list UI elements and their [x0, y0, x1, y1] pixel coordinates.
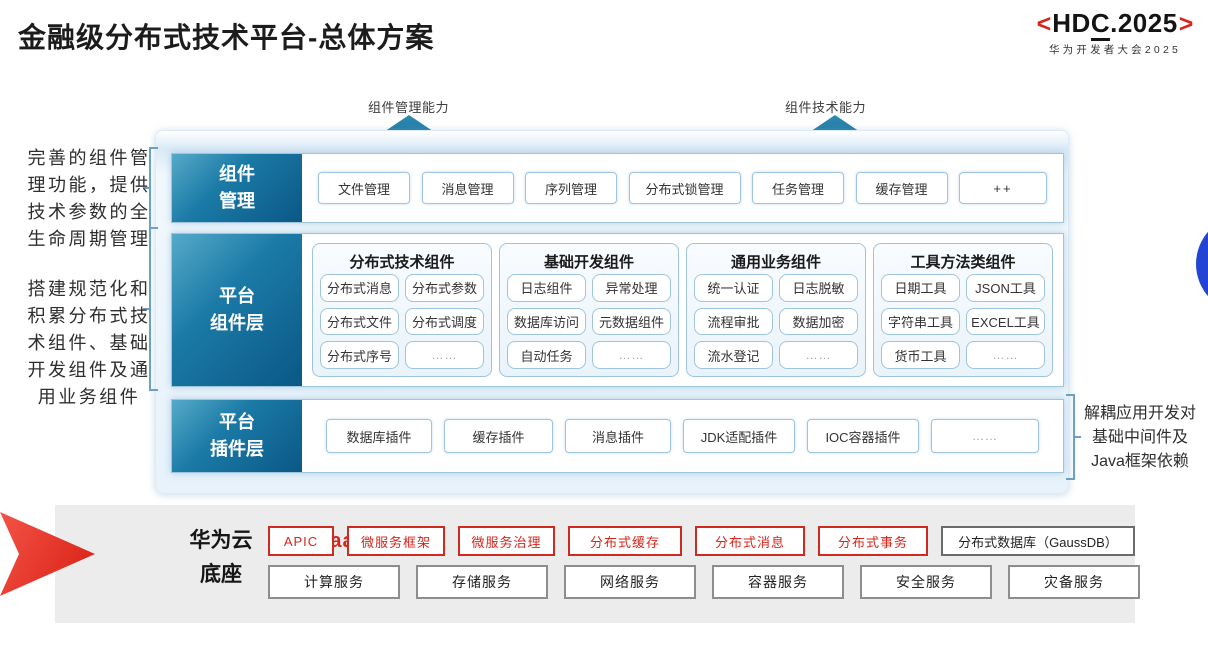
- group-item: 异常处理: [592, 274, 671, 302]
- annotation-component-management: 完善的组件管 理功能，提供 技术参数的全 生命周期管理: [27, 148, 151, 249]
- huawei-cloud-foundation-panel: [55, 505, 1135, 623]
- group-item: 货币工具: [881, 341, 960, 369]
- group-item: 数据库访问: [507, 307, 586, 336]
- group-item: 自动任务: [507, 341, 586, 369]
- hdc-logo: < HDC.2025 > 华为开发者大会2025: [1026, 8, 1204, 57]
- left-bracket: [143, 227, 158, 391]
- paas-service-box: APIC: [268, 526, 334, 556]
- group-item: 分布式序号: [320, 341, 399, 369]
- right-bracket: [1066, 394, 1081, 480]
- group-item: 数据加密: [779, 307, 858, 336]
- plugin-box: 消息插件: [565, 419, 671, 453]
- logo-name: HDC.2025: [1052, 8, 1177, 41]
- capability-label-technical: 组件技术能力: [785, 100, 867, 115]
- iaas-service-box: 灾备服务: [1008, 565, 1140, 599]
- component-box: 消息管理: [421, 172, 514, 204]
- component-box: 任务管理: [752, 172, 844, 204]
- group-item: 日期工具: [881, 274, 960, 302]
- platform-container: 组件 管理 文件管理 消息管理 序列管理 分布式锁管理 任务管理 缓存管理 ++…: [155, 130, 1069, 494]
- paas-service-box: 微服务框架: [347, 526, 445, 556]
- group-item: 分布式消息: [320, 274, 399, 302]
- group-item-more: ……: [592, 341, 671, 369]
- group-tool-methods: 工具方法类组件 日期工具 JSON工具 字符串工具 EXCEL工具 货币工具 ……: [873, 243, 1053, 377]
- group-item-more: ……: [779, 341, 858, 369]
- hdc-logo-subtitle: 华为开发者大会2025: [1048, 44, 1182, 56]
- component-groups: 分布式技术组件 分布式消息 分布式参数 分布式文件 分布式调度 分布式序号 ………: [302, 234, 1063, 386]
- cloud-basic-services-row: 计算服务 存储服务 网络服务 容器服务 安全服务 灾备服务: [268, 565, 1140, 599]
- component-box: 缓存管理: [855, 172, 948, 204]
- paas-service-box: 分布式缓存: [568, 526, 682, 556]
- iaas-service-box: 计算服务: [268, 565, 400, 599]
- component-box: 文件管理: [318, 172, 410, 204]
- group-item: JSON工具: [966, 274, 1045, 302]
- layer-label-platform-components: 平台 组件层: [172, 234, 302, 386]
- group-item: 分布式参数: [405, 274, 484, 302]
- plugin-box-more: ……: [931, 419, 1039, 453]
- group-title: 分布式技术组件: [349, 253, 455, 271]
- layer-label-plugin: 平台 插件层: [172, 400, 302, 472]
- component-box: 序列管理: [525, 172, 617, 204]
- group-item: 流程审批: [694, 307, 773, 336]
- paas-service-box: 微服务治理: [458, 526, 555, 556]
- plugin-box: JDK适配插件: [683, 419, 795, 453]
- group-item: 日志组件: [507, 274, 586, 302]
- layer-platform-components: 平台 组件层 分布式技术组件 分布式消息 分布式参数 分布式文件 分布式调度 分…: [171, 233, 1064, 387]
- page-title: 金融级分布式技术平台-总体方案: [18, 22, 435, 53]
- group-item-more: ……: [405, 341, 484, 369]
- capability-label-management: 组件管理能力: [368, 100, 450, 115]
- layer-component-management: 组件 管理 文件管理 消息管理 序列管理 分布式锁管理 任务管理 缓存管理 ++: [171, 153, 1064, 223]
- plugin-box: 数据库插件: [326, 419, 432, 453]
- group-title: 基础开发组件: [543, 253, 634, 271]
- group-item: 流水登记: [694, 341, 773, 369]
- plugin-items: 数据库插件 缓存插件 消息插件 JDK适配插件 IOC容器插件 ……: [302, 400, 1063, 472]
- annotation-plugin-layer: 解耦应用开发对 基础中间件及 Java框架依赖: [1083, 405, 1196, 470]
- paas-service-box: 分布式事务: [818, 526, 928, 556]
- group-title: 通用业务组件: [730, 253, 821, 271]
- layer-plugin: 平台 插件层 数据库插件 缓存插件 消息插件 JDK适配插件 IOC容器插件 ……: [171, 399, 1064, 473]
- group-distributed-tech: 分布式技术组件 分布式消息 分布式参数 分布式文件 分布式调度 分布式序号 ……: [312, 243, 492, 377]
- layer-label-component-management: 组件 管理: [172, 154, 302, 222]
- group-item: 日志脱敏: [779, 274, 858, 302]
- annotation-platform-components: 搭建规范化和 积累分布式技 术组件、基础 开发组件及通 用业务组件: [27, 279, 151, 407]
- group-item: 分布式文件: [320, 307, 399, 336]
- paas-database-box: 分布式数据库（GaussDB）: [941, 526, 1135, 556]
- group-basic-dev: 基础开发组件 日志组件 异常处理 数据库访问 元数据组件 自动任务 ……: [499, 243, 679, 377]
- logo-left-angle: <: [1036, 10, 1052, 38]
- group-common-business: 通用业务组件 统一认证 日志脱敏 流程审批 数据加密 流水登记 ……: [686, 243, 866, 377]
- group-title: 工具方法类组件: [910, 253, 1016, 271]
- logo-right-angle: >: [1178, 10, 1194, 38]
- plugin-box: IOC容器插件: [807, 419, 919, 453]
- component-box: 分布式锁管理: [628, 172, 741, 204]
- iaas-service-box: 存储服务: [416, 565, 548, 599]
- group-item-more: ……: [966, 341, 1045, 369]
- foundation-label: 华为云 底座: [189, 529, 253, 586]
- iaas-service-box: 安全服务: [860, 565, 992, 599]
- group-item: EXCEL工具: [966, 307, 1045, 336]
- paas-services-row: APIC 微服务框架 微服务治理 分布式缓存 分布式消息 分布式事务 分布式数据…: [268, 526, 1135, 556]
- hdc-logo-wordmark: < HDC.2025 >: [1026, 8, 1204, 41]
- plugin-box: 缓存插件: [444, 419, 553, 453]
- component-box-more: ++: [959, 172, 1047, 204]
- component-management-items: 文件管理 消息管理 序列管理 分布式锁管理 任务管理 缓存管理 ++: [302, 154, 1063, 222]
- iaas-service-box: 容器服务: [712, 565, 844, 599]
- paas-service-box: 分布式消息: [695, 526, 805, 556]
- blue-circle-decoration: [1196, 215, 1208, 313]
- iaas-service-box: 网络服务: [564, 565, 696, 599]
- group-item: 分布式调度: [405, 307, 484, 336]
- logo-underlined-letter: C: [1090, 8, 1111, 41]
- group-item: 统一认证: [694, 274, 773, 302]
- group-item: 字符串工具: [881, 307, 960, 336]
- group-item: 元数据组件: [592, 307, 671, 336]
